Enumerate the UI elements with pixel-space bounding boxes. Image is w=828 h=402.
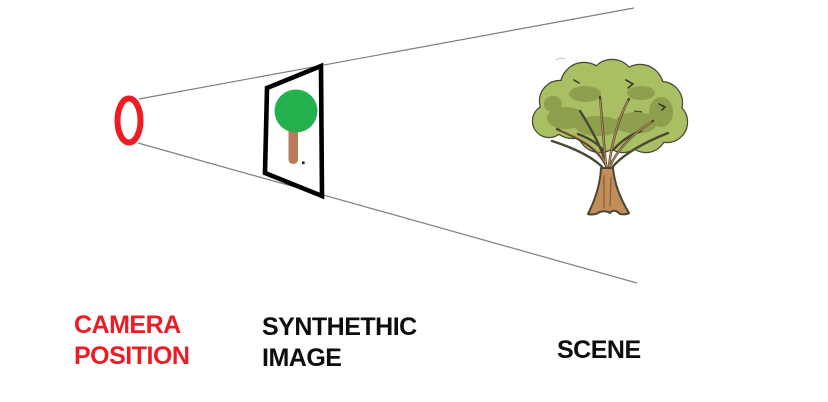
scene-tree-icon — [531, 57, 689, 216]
camera-aperture-icon — [114, 95, 144, 146]
scene-label-text: SCENE — [557, 336, 641, 364]
thumbnail-tree-trunk-icon — [288, 126, 298, 164]
camera-position-label: CAMERA POSITION — [74, 310, 190, 372]
crack-icon — [573, 79, 580, 84]
scene-label: SCENE — [557, 335, 641, 366]
crack-icon — [658, 103, 667, 111]
crack-icon — [625, 79, 635, 89]
synthetic-image-label: SYNTHETHIC IMAGE — [262, 312, 417, 374]
tree-trunk-icon — [587, 167, 630, 216]
frustum-top-line-icon — [138, 7, 635, 100]
frustum-bottom-line-icon — [137, 142, 638, 284]
stray-dot-icon — [302, 161, 305, 165]
camera-position-label-line2: POSITION — [74, 342, 190, 370]
speck-icon — [555, 57, 566, 61]
synthetic-image-label-line1: SYNTHETHIC — [262, 313, 417, 341]
synthetic-image-label-line2: IMAGE — [262, 344, 342, 372]
thumbnail-tree-crown-icon — [274, 89, 318, 133]
camera-position-label-line1: CAMERA — [74, 311, 181, 339]
